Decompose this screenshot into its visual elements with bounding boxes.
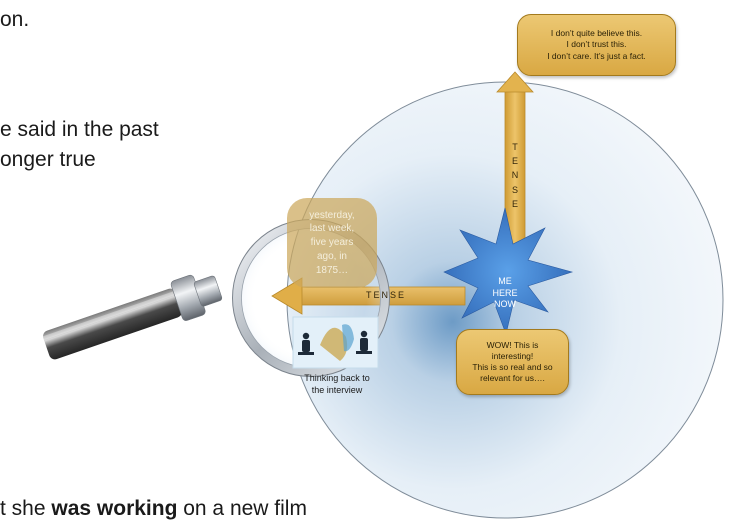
me-label: ME [498, 276, 512, 286]
tense-vertical-label: T E N S E [508, 140, 522, 211]
slide-text-mid-2: onger true [0, 148, 96, 171]
slide-text-bottom-plain: t she [0, 497, 52, 520]
tense-horizontal-label: TENSE [366, 290, 407, 300]
tense-vertical-letter: N [511, 170, 519, 181]
now-label: NOW [494, 299, 516, 310]
slide-text-mid-1: e said in the past [0, 118, 159, 141]
present-line-3: This is so real and so [472, 362, 553, 372]
present-line-2: interesting! [491, 350, 534, 361]
past-line-1: yesterday, [309, 209, 355, 221]
past-time-card: yesterday, last week, five years ago, in… [287, 198, 377, 288]
distant-fact-line-1: I don’t quite believe this. [550, 28, 643, 39]
me-here-now-label: ME HERE NOW [480, 276, 530, 311]
past-line-4: ago, in [316, 250, 347, 262]
past-line-5: 1875… [315, 264, 349, 276]
slide-text-bottom: t she was working on a new film [0, 497, 307, 521]
tense-vertical-letter: E [511, 198, 518, 209]
tense-vertical-letter: T [512, 142, 518, 152]
here-label: HERE [492, 287, 518, 298]
past-line-3: five years [310, 237, 354, 249]
slide-text-bottom-bold: was working [51, 497, 178, 520]
distant-fact-line-2: I don’t trust this. [566, 39, 627, 50]
distant-fact-card: I don’t quite believe this. I don’t trus… [517, 14, 676, 76]
interview-photo-figures [292, 316, 379, 369]
vertical-tense-arrow [496, 71, 534, 271]
slide-text-bottom-end: on a new film [177, 497, 307, 520]
present-line-1: WOW! This is [486, 339, 539, 350]
interview-photo-caption: Thinking back to the interview [282, 373, 392, 396]
tense-vertical-letter: S [511, 184, 518, 195]
slide-text-top: on. [0, 8, 30, 31]
tense-vertical-letter: E [511, 156, 518, 167]
present-reaction-card: WOW! This is interesting! This is so rea… [456, 329, 569, 395]
caption-line-2: the interview [311, 384, 363, 395]
distant-fact-line-3: I don’t care. It’s just a fact. [547, 50, 646, 61]
past-line-2: last week, [309, 223, 355, 235]
present-line-4: relevant for us…. [480, 373, 545, 384]
caption-line-1: Thinking back to [304, 373, 370, 383]
